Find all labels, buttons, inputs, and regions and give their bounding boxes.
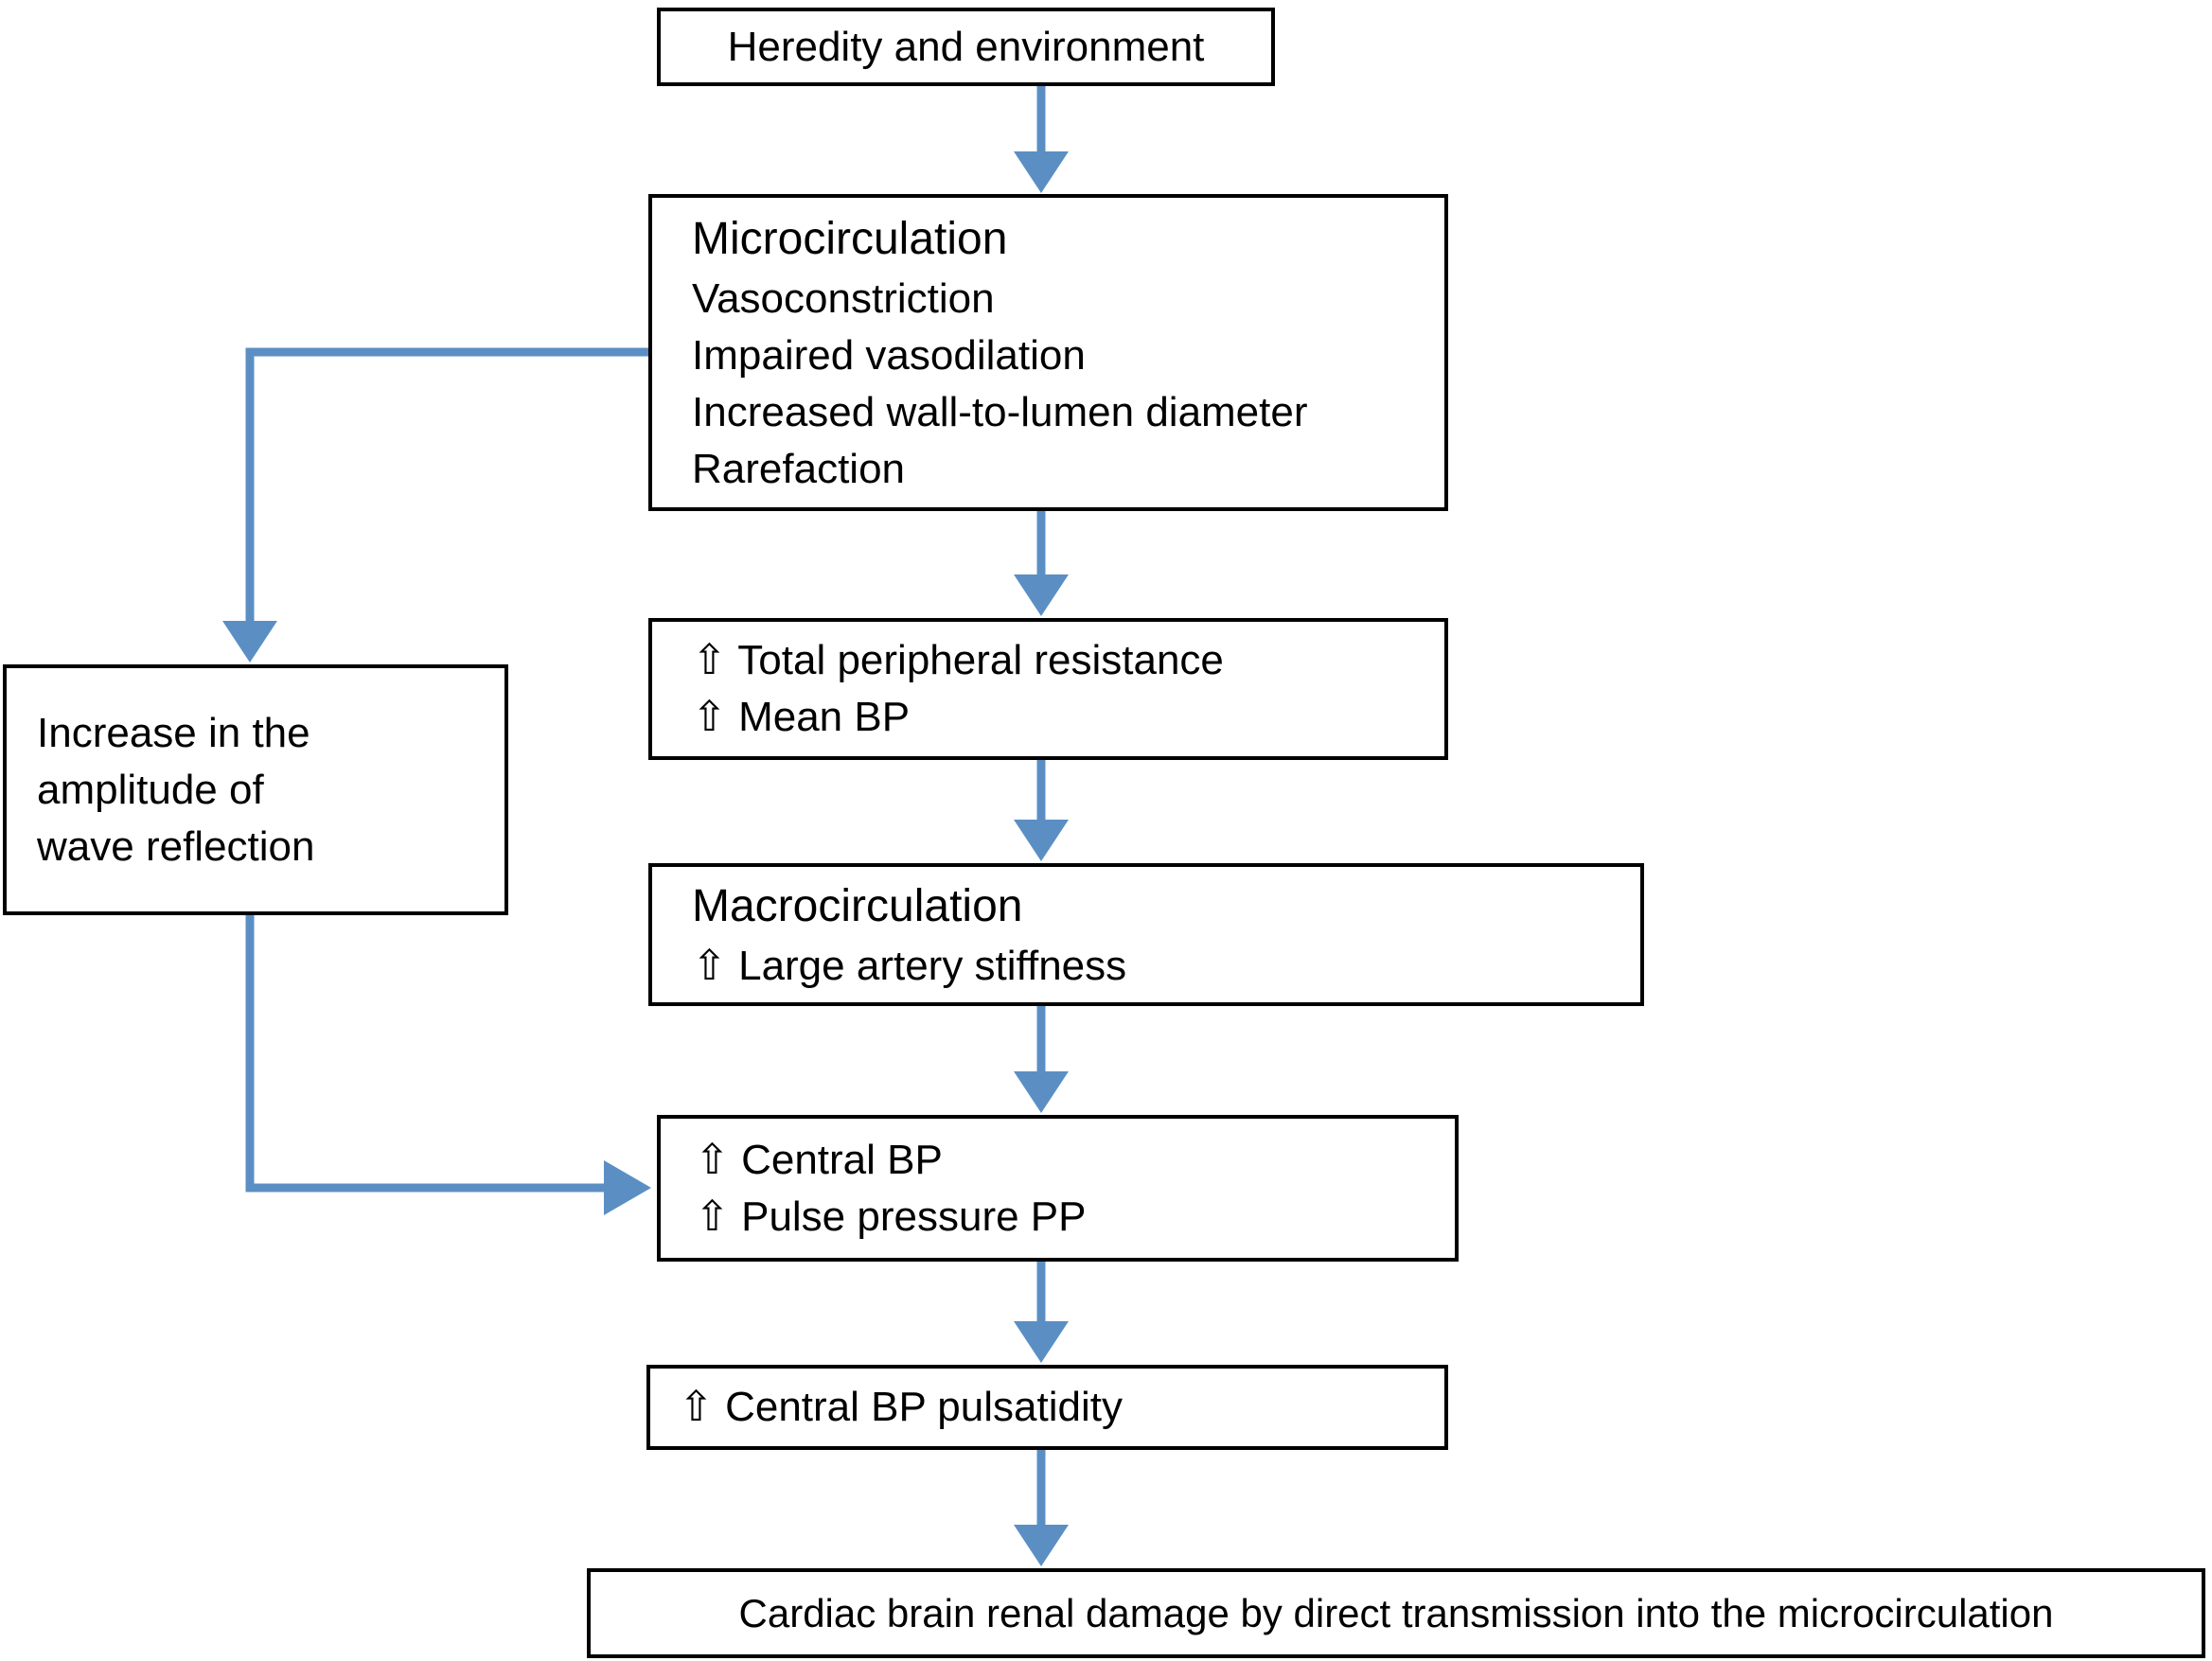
arrow-macrocirculation-to-central-bp-icon — [1014, 1006, 1069, 1113]
heredity-label: Heredity and environment — [727, 23, 1205, 70]
microcirculation-item: Vasoconstriction — [692, 274, 995, 322]
arrow-heredity-to-microcirculation-icon — [1014, 86, 1069, 193]
node-heredity-and-environment: Heredity and environment — [657, 8, 1275, 86]
microcirculation-item: Impaired vasodilation — [692, 331, 1086, 379]
resistance-line: ⇧ Total peripheral resistance — [692, 637, 1224, 683]
microcirculation-title: Microcirculation — [692, 213, 1008, 264]
node-microcirculation: Microcirculation Vasoconstriction Impair… — [648, 194, 1448, 511]
node-central-bp: ⇧ Central BP ⇧ Pulse pressure PP — [657, 1115, 1459, 1262]
node-total-peripheral-resistance: ⇧ Total peripheral resistance ⇧ Mean BP — [648, 618, 1448, 760]
microcirculation-item: Increased wall-to-lumen diameter — [692, 388, 1308, 435]
damage-label: Cardiac brain renal damage by direct tra… — [738, 1590, 2054, 1635]
node-macrocirculation: Macrocirculation ⇧ Large artery stiffnes… — [648, 863, 1644, 1006]
wave-reflection-line: wave reflection — [37, 822, 315, 870]
node-cardiac-brain-renal-damage: Cardiac brain renal damage by direct tra… — [587, 1568, 2205, 1658]
arrow-central-bp-to-pulsatidity-icon — [1014, 1262, 1069, 1363]
arrow-wave-reflection-to-central-bp-icon — [245, 913, 651, 1215]
mean-bp-line: ⇧ Mean BP — [692, 694, 911, 740]
arrow-microcirculation-to-wave-reflection-icon — [222, 347, 648, 663]
arrow-resistance-to-macrocirculation-icon — [1014, 760, 1069, 861]
arrow-microcirculation-to-resistance-icon — [1014, 511, 1069, 616]
node-wave-reflection-amplitude: Increase in the amplitude of wave reflec… — [3, 664, 508, 915]
pulse-pressure-line: ⇧ Pulse pressure PP — [695, 1193, 1087, 1240]
large-artery-stiffness-line: ⇧ Large artery stiffness — [692, 942, 1127, 989]
central-bp-pulsatidity-label: ⇧ Central BP pulsatidity — [679, 1384, 1123, 1430]
node-central-bp-pulsatidity: ⇧ Central BP pulsatidity — [646, 1365, 1448, 1450]
microcirculation-item: Rarefaction — [692, 445, 906, 492]
arrow-pulsatidity-to-damage-icon — [1014, 1450, 1069, 1566]
wave-reflection-line: Increase in the — [37, 709, 310, 756]
central-bp-line: ⇧ Central BP — [695, 1136, 943, 1183]
wave-reflection-line: amplitude of — [37, 766, 264, 813]
macrocirculation-title: Macrocirculation — [692, 880, 1023, 931]
